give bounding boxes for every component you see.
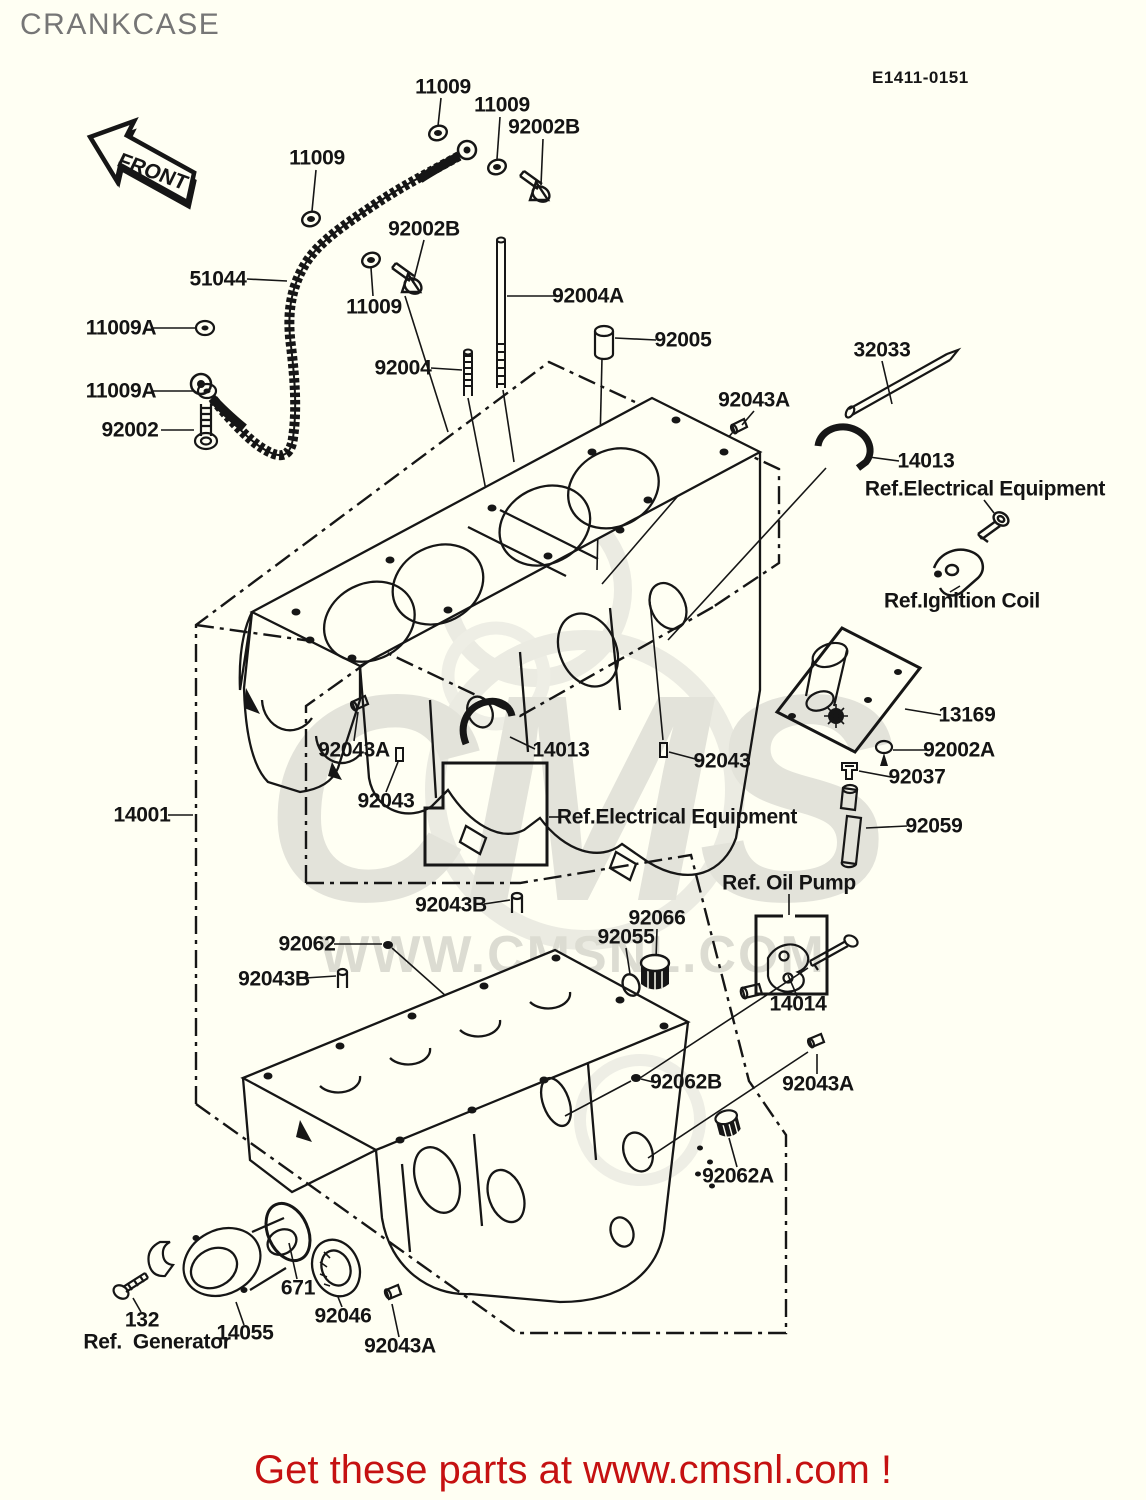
pin-92059	[839, 783, 863, 869]
half-ring-14013	[459, 423, 874, 746]
footer-banner[interactable]: Get these parts at www.cmsnl.com !	[254, 1448, 892, 1492]
part-label[interactable]: 92004A	[552, 284, 624, 308]
stud-92004A	[496, 236, 506, 388]
part-label[interactable]: Ref.Electrical Equipment	[556, 805, 798, 829]
diagram-code: E1411-0151	[872, 68, 969, 87]
small-parts	[112, 124, 1010, 1301]
part-label[interactable]: 92046	[314, 1304, 372, 1328]
part-label[interactable]: 92002A	[923, 738, 995, 762]
part-label[interactable]: Ref.Ignition Coil	[884, 589, 1040, 613]
part-label[interactable]: 92002B	[508, 115, 580, 139]
part-label[interactable]: 92066	[628, 906, 686, 930]
part-label[interactable]: 92062A	[702, 1164, 774, 1188]
washer-11009A	[194, 319, 218, 400]
part-label[interactable]: 11009	[474, 93, 530, 117]
part-label[interactable]: 11009A	[85, 316, 157, 340]
part-label[interactable]: 132	[124, 1308, 160, 1332]
part-label[interactable]: 11009A	[85, 379, 157, 403]
part-label[interactable]: 14014	[769, 992, 827, 1016]
plug-92066	[639, 953, 671, 991]
part-label[interactable]: 14001	[113, 803, 171, 827]
part-label[interactable]: 92005	[654, 328, 712, 352]
ignition-coil-clamp	[932, 548, 985, 597]
part-label[interactable]: 92043A	[718, 388, 790, 412]
rod-32033	[844, 347, 962, 419]
part-label[interactable]: 92059	[905, 814, 963, 838]
part-label[interactable]: 92002B	[388, 217, 460, 241]
clip-ref-generator	[147, 1240, 176, 1278]
part-label[interactable]: Ref. Oil Pump	[722, 871, 856, 895]
bearing-92046	[310, 1238, 362, 1298]
pawl-14014	[766, 943, 810, 993]
oil-pump-box	[754, 914, 829, 996]
lower-crankcase-drawing	[240, 948, 715, 1304]
page-title: CRANKCASE	[20, 8, 221, 41]
part-label[interactable]: Ref. Generator	[83, 1330, 231, 1354]
generator-cover-14055	[182, 1216, 298, 1298]
part-label[interactable]: 92043B	[238, 967, 310, 991]
breather-hose-51044	[189, 139, 478, 461]
part-label[interactable]: 11009	[289, 146, 345, 170]
bolt-92002	[193, 404, 219, 451]
part-label[interactable]: 32033	[853, 338, 911, 362]
dowel-92062	[383, 941, 393, 949]
part-label[interactable]: 92043	[693, 749, 751, 773]
part-label[interactable]: 14013	[532, 738, 590, 762]
part-label[interactable]: 92055	[597, 925, 655, 949]
front-direction-arrow: FRONT	[86, 117, 197, 210]
part-label[interactable]: 92002	[101, 418, 159, 442]
bolt-ref-electrical	[977, 511, 1010, 543]
part-label[interactable]: 92043B	[415, 893, 487, 917]
part-label[interactable]: 92062	[278, 932, 336, 956]
sleeve-oil-pump	[739, 982, 764, 1000]
oring-671	[264, 1201, 312, 1263]
part-label[interactable]: 92037	[888, 765, 946, 789]
electrical-equipment-box	[423, 761, 549, 867]
pin-92043A	[349, 417, 826, 1301]
pin-92043	[395, 742, 668, 762]
part-label[interactable]: 11009	[346, 295, 402, 319]
clip-92037	[841, 762, 858, 780]
breather-plate-box	[774, 626, 923, 754]
stud-92004	[463, 348, 473, 396]
breather-body-13169	[788, 641, 902, 728]
part-label[interactable]: 92004	[374, 356, 432, 380]
nut-11009	[301, 124, 507, 269]
part-label[interactable]: 13169	[938, 703, 996, 727]
dowel-92005	[593, 324, 615, 361]
watermark-logo-text: CMS	[263, 633, 896, 963]
oring-92055	[621, 973, 641, 997]
plug-92062A	[714, 1109, 741, 1138]
reference-boxes	[423, 626, 923, 996]
bolt-132	[112, 1272, 149, 1300]
bolt-92002B	[391, 170, 551, 295]
part-label[interactable]: 14055	[216, 1321, 274, 1345]
part-label[interactable]: 14013	[897, 449, 955, 473]
part-label[interactable]: 671	[280, 1276, 316, 1300]
part-label[interactable]: 51044	[189, 267, 247, 291]
part-label[interactable]: Ref.Electrical Equipment	[864, 477, 1106, 501]
dowel-92062B	[631, 1074, 641, 1082]
part-label[interactable]: 92043	[357, 789, 415, 813]
part-label[interactable]: 92043A	[364, 1334, 436, 1358]
part-label[interactable]: 92043A	[782, 1072, 854, 1096]
part-label[interactable]: 92043A	[318, 738, 390, 762]
pin-92043B	[336, 891, 524, 988]
screw-92002A	[874, 739, 894, 766]
part-label[interactable]: 92062B	[650, 1070, 722, 1094]
part-label[interactable]: 11009	[415, 75, 471, 99]
bolt-oil-pump	[808, 934, 859, 971]
